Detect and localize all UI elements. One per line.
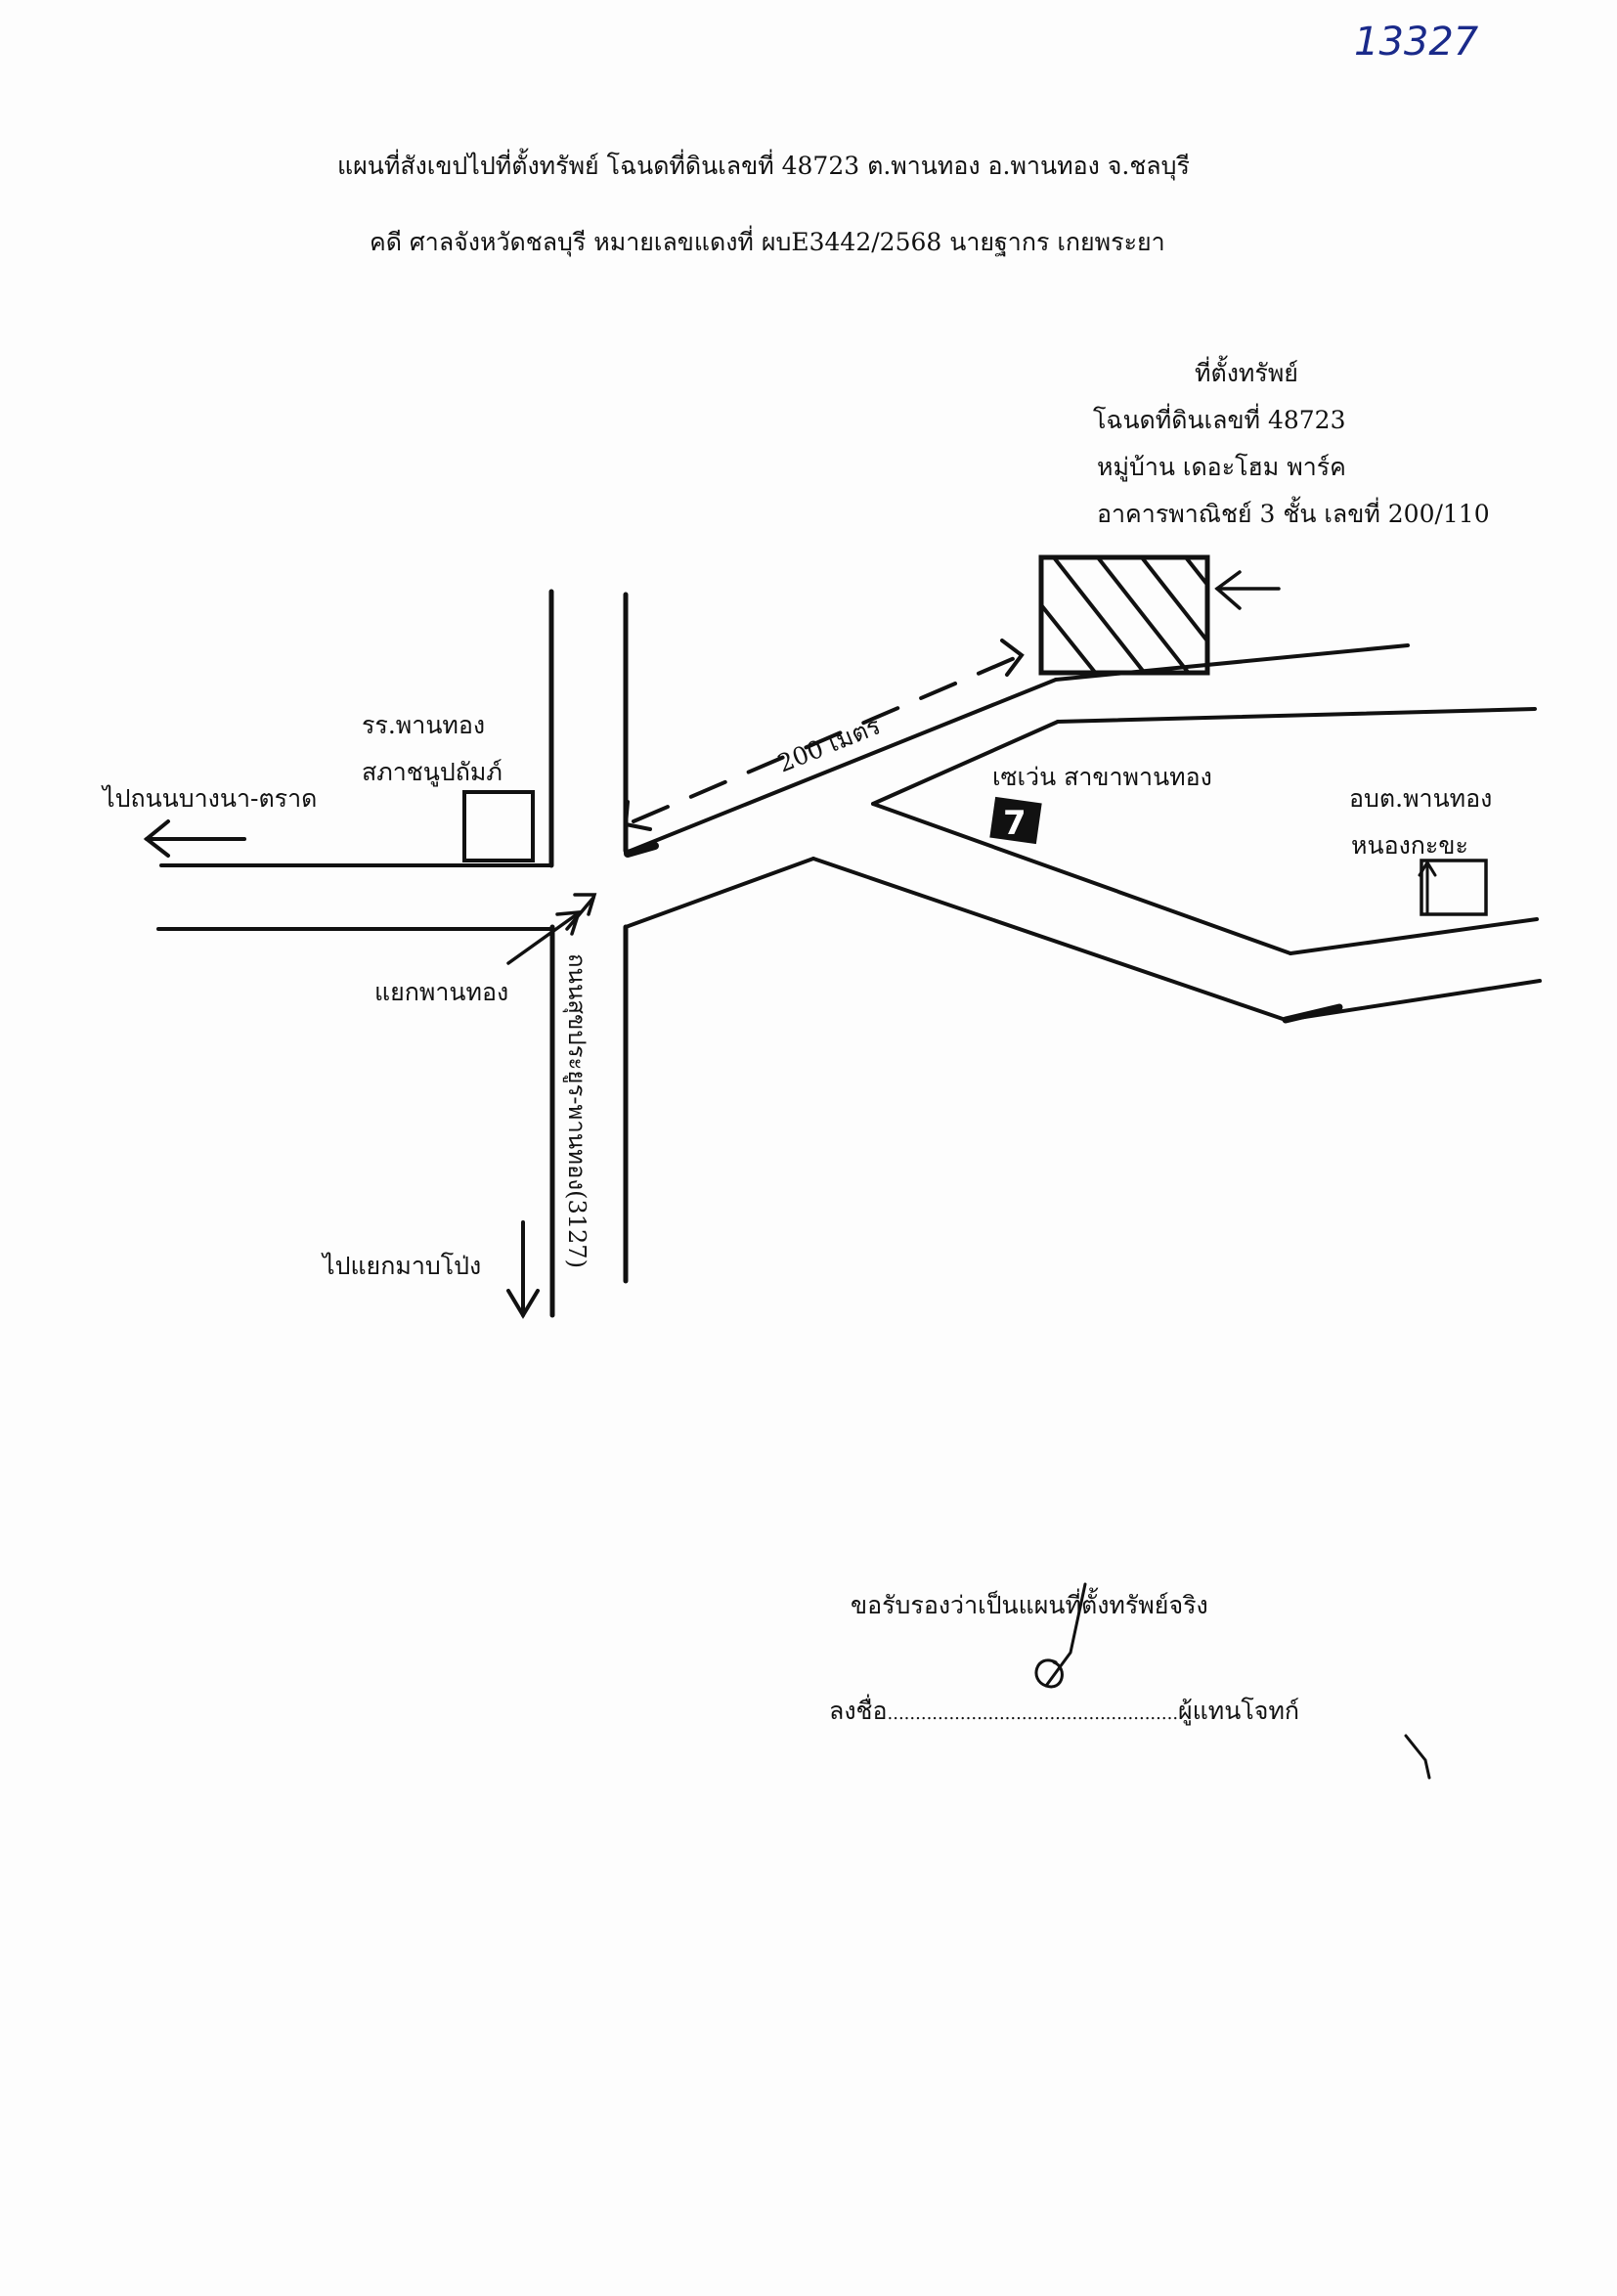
seven-eleven-number: 7 — [1003, 804, 1027, 843]
document-title: แผนที่สังเขปไปที่ตั้งทรัพย์ โฉนดที่ดินเล… — [337, 152, 1190, 180]
distance-dashed-arrow — [623, 639, 1025, 831]
property-marker — [1038, 554, 1210, 676]
property-pointer-arrow — [1214, 570, 1281, 610]
sao-building-icon — [1420, 859, 1488, 916]
seven-eleven-label: เซเว่น สาขาพานทอง — [992, 763, 1212, 791]
school-label-line2: สภาชนูปถัมภ์ — [362, 758, 503, 786]
sao-label-line1: อบต.พานทอง — [1349, 784, 1493, 813]
junction-label: แยกพานทอง — [374, 978, 509, 1006]
certification-statement: ขอรับรองว่าเป็นแผนที่ตั้งทรัพย์จริง — [851, 1591, 1208, 1619]
property-village: หมู่บ้าน เดอะโฮม พาร์ค — [1097, 453, 1346, 481]
junction-pointer-arrows — [506, 893, 597, 965]
distance-label: 200 เมตร — [773, 711, 884, 777]
signer-role: ผู้แทนโจทก์ — [1178, 1697, 1300, 1725]
property-deed: โฉนดที่ดินเลขที่ 48723 — [1093, 406, 1346, 434]
left-direction-arrow — [143, 819, 246, 858]
signature-mark — [1034, 1582, 1431, 1780]
sign-label: ลงชื่อ — [829, 1697, 888, 1725]
school-label-line1: รร.พานทอง — [362, 711, 486, 739]
sao-label-line2: หนองกะขะ — [1351, 831, 1468, 860]
sign-dots: ........................................… — [887, 1703, 1179, 1724]
school-building-icon — [462, 790, 535, 862]
sao-pointer-arrow — [1418, 860, 1437, 916]
seven-eleven-icon: 7 — [989, 796, 1042, 845]
diagonal-road — [624, 643, 1542, 1024]
to-bangna-trat-label: ไปถนนบางนา-ตราด — [103, 784, 318, 813]
property-heading: ที่ตั้งทรัพย์ — [1195, 359, 1298, 387]
signature-line: ลงชื่อ..................................… — [829, 1692, 1299, 1731]
property-building: อาคารพาณิชย์ 3 ชั้น เลขที่ 200/110 — [1097, 500, 1490, 528]
handwritten-file-number: 13327 — [1354, 20, 1479, 65]
road-to-bangna-trat — [156, 863, 552, 931]
to-map-pong-label: ไปแยกมาบโป่ง — [323, 1252, 482, 1280]
down-direction-arrow — [506, 1220, 540, 1319]
case-line: คดี ศาลจังหวัดชลบุรี หมายเลขแดงที่ ผบE34… — [370, 228, 1165, 256]
road-name-label: ถนนสุขประยูร-พานทอง(3127) — [562, 953, 590, 1268]
